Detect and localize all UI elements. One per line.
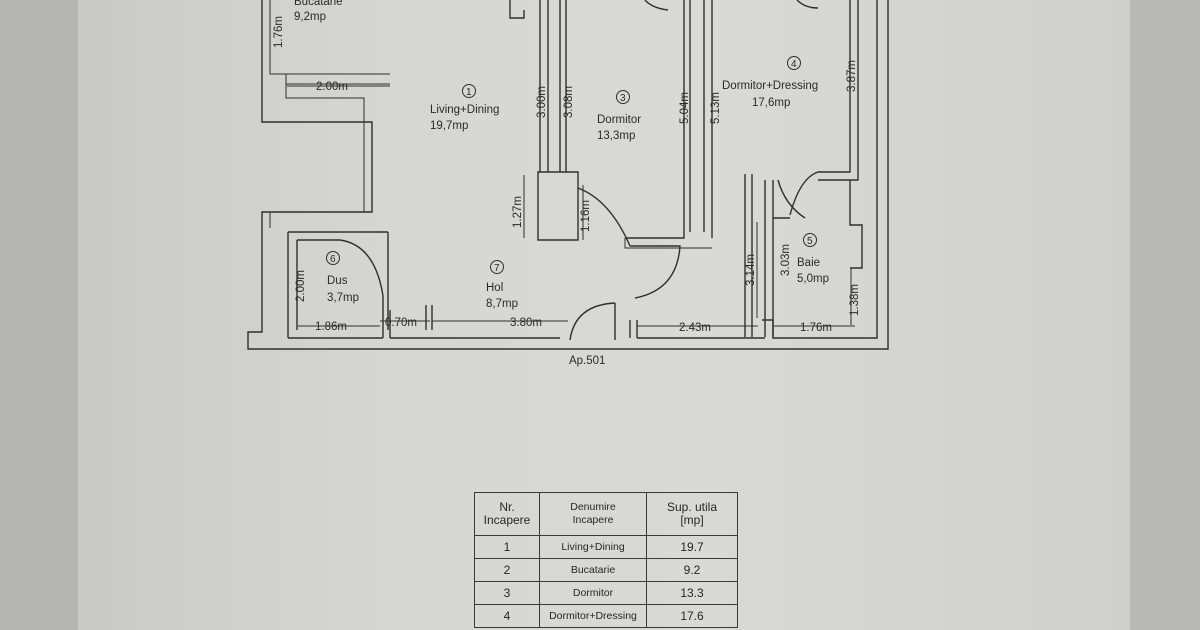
dim-1-86: 1.86m	[315, 321, 347, 333]
table-row: 2 Bucatarie 9.2	[474, 558, 738, 582]
room-hol: 7 Hol 8,7mp	[486, 260, 518, 310]
dim-1-38: 1.38m	[849, 284, 861, 316]
cell-area: 13.3	[646, 581, 738, 605]
cell-nr: 4	[474, 604, 540, 628]
walls	[247, 0, 889, 350]
cell-name: Dormitor	[539, 581, 647, 605]
room-area-kitchen: 9,2mp	[294, 11, 326, 23]
room-area-dormitor-4: 17,6mp	[752, 97, 790, 109]
dim-2-00-left: 2.00m	[295, 270, 307, 302]
room-dormitor-3: 3 Dormitor 13,3mp	[597, 90, 641, 142]
header-suprafata: Sup. utila[mp]	[646, 492, 738, 536]
room-name-hol: Hol	[486, 282, 503, 294]
room-labels: Bucatarie 9,2mp 1 Living+Dining 19,7mp 3…	[294, 0, 829, 310]
room-name-dormitor-4: Dormitor+Dressing	[722, 80, 818, 92]
dim-1-76-bottom: 1.76m	[800, 322, 832, 334]
dim-5-13: 5.13m	[710, 92, 722, 124]
dimension-labels: 2.00m 1.86m 0.70m 3.80m 2.43m 1.76m Ap.5…	[273, 16, 861, 367]
dim-3-03: 3.03m	[780, 244, 792, 276]
dim-3-14: 3.14m	[745, 254, 757, 286]
header-nr: Nr.Incapere	[474, 492, 540, 536]
cell-name: Bucatarie	[539, 558, 647, 582]
room-area-baie: 5,0mp	[797, 273, 829, 285]
dim-3-00: 3.00m	[536, 86, 548, 118]
room-number-dus: 6	[330, 254, 336, 265]
dim-3-08: 3.08m	[563, 86, 575, 118]
room-dormitor-4: 4 Dormitor+Dressing 17,6mp	[722, 56, 818, 109]
dimension-lines	[287, 85, 855, 327]
dim-1-16: 1.16m	[580, 200, 592, 232]
dim-0-70: 0.70m	[385, 317, 417, 329]
room-baie: 5 Baie 5,0mp	[797, 233, 829, 285]
room-area-living: 19,7mp	[430, 120, 468, 132]
room-dus: 6 Dus 3,7mp	[326, 251, 359, 304]
room-kitchen: Bucatarie 9,2mp	[294, 0, 343, 23]
room-number-hol: 7	[494, 263, 500, 274]
room-living: 1 Living+Dining 19,7mp	[430, 84, 499, 132]
cell-area: 9.2	[646, 558, 738, 582]
room-name-baie: Baie	[797, 257, 820, 269]
dim-1-76-top: 1.76m	[273, 16, 285, 48]
room-area-dormitor-3: 13,3mp	[597, 130, 635, 142]
cell-area: 17.6	[646, 604, 738, 628]
table-row: 1 Living+Dining 19.7	[474, 535, 738, 559]
room-name-dormitor-3: Dormitor	[597, 114, 641, 126]
dim-5-04: 5.04m	[679, 92, 691, 124]
room-name-dus: Dus	[327, 275, 348, 287]
dim-1-27: 1.27m	[512, 196, 524, 228]
room-area-dus: 3,7mp	[327, 292, 359, 304]
background-left	[0, 0, 78, 630]
room-area-hol: 8,7mp	[486, 298, 518, 310]
apartment-label: Ap.501	[569, 355, 605, 367]
cell-nr: 2	[474, 558, 540, 582]
dim-2-00-top: 2.00m	[316, 81, 348, 93]
dim-2-43: 2.43m	[679, 322, 711, 334]
dim-3-80: 3.80m	[510, 317, 542, 329]
dim-3-87: 3.87m	[846, 60, 858, 92]
room-name-kitchen: Bucatarie	[294, 0, 343, 8]
table-row: 3 Dormitor 13.3	[474, 581, 738, 605]
cell-nr: 3	[474, 581, 540, 605]
room-name-living: Living+Dining	[430, 104, 499, 116]
table-row: 4 Dormitor+Dressing 17.6	[474, 604, 738, 628]
room-number-baie: 5	[807, 236, 813, 247]
cell-name: Dormitor+Dressing	[539, 604, 647, 628]
cell-nr: 1	[474, 535, 540, 559]
cell-name: Living+Dining	[539, 535, 647, 559]
floor-plan: Bucatarie 9,2mp 1 Living+Dining 19,7mp 3…	[247, 0, 889, 367]
cell-area: 19.7	[646, 535, 738, 559]
background-right	[1130, 0, 1200, 630]
room-number-living: 1	[466, 87, 472, 98]
room-number-dormitor-3: 3	[620, 93, 626, 104]
room-number-dormitor-4: 4	[791, 59, 797, 70]
